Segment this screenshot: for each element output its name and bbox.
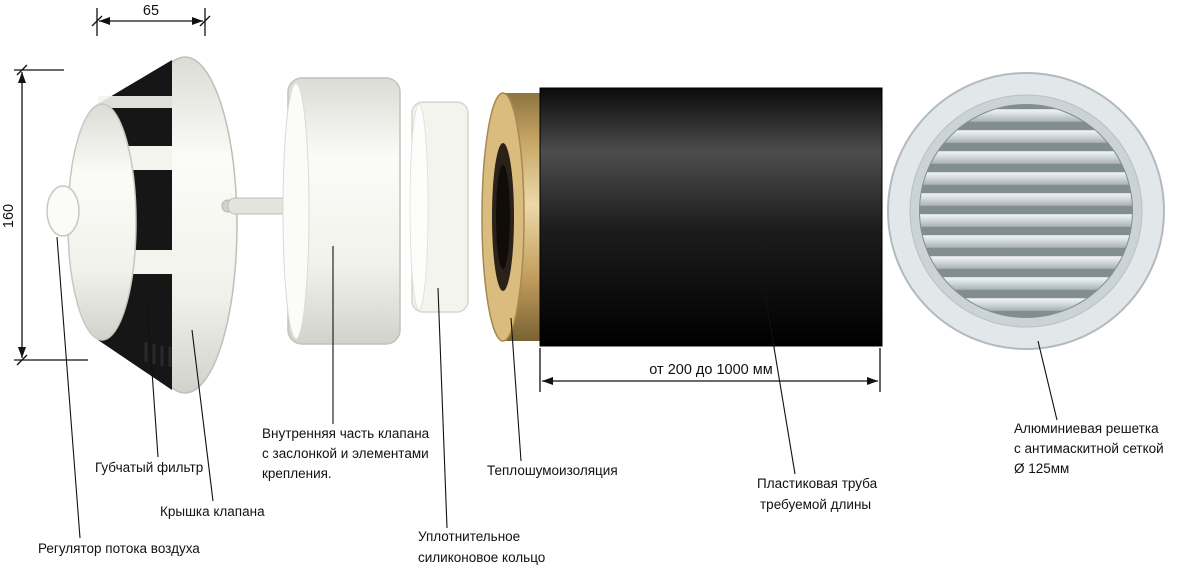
dimension-160 — [14, 64, 88, 366]
dim-pipe-value: от 200 до 1000 мм — [649, 362, 772, 378]
label-seal-ring-1: Уплотнительное — [418, 529, 520, 544]
label-insulation: Теплошумоизоляция — [487, 463, 618, 478]
valve-stem — [227, 197, 291, 215]
label-pipe-1: Пластиковая труба — [757, 476, 878, 491]
filter-cage-band — [98, 96, 172, 108]
air-regulator-knob — [46, 185, 80, 237]
dimension-65 — [91, 8, 211, 36]
label-air-regulator: Регулятор потока воздуха — [38, 541, 200, 556]
inner-valve-part — [221, 77, 401, 345]
silicone-seal-ring — [409, 101, 469, 313]
plastic-pipe — [539, 87, 883, 347]
label-pipe-2: требуемой длины — [760, 497, 871, 512]
label-grille-1: Алюминиевая решетка — [1014, 421, 1159, 436]
label-grille-2: с антимаскитной сеткой — [1014, 441, 1164, 456]
leader-lines — [56, 236, 1058, 539]
dim-65-value: 65 — [143, 3, 159, 19]
label-seal-ring-2: силиконовое кольцо — [418, 550, 545, 565]
valve-cap-assembly — [46, 56, 238, 394]
flange-face — [282, 82, 310, 340]
label-inner-valve-1: Внутренняя часть клапана — [262, 426, 430, 441]
dimension-pipe-length — [539, 348, 881, 392]
cover-slots — [144, 342, 172, 367]
dim-160-value: 160 — [1, 204, 17, 228]
label-inner-valve-3: крепления. — [262, 466, 332, 481]
aluminum-grille — [887, 72, 1165, 350]
label-grille-3: Ø 125мм — [1014, 461, 1069, 476]
label-inner-valve-2: с заслонкой и элементами — [262, 446, 429, 461]
label-valve-cover: Крышка клапана — [160, 504, 265, 519]
label-sponge-filter: Губчатый фильтр — [95, 460, 203, 475]
